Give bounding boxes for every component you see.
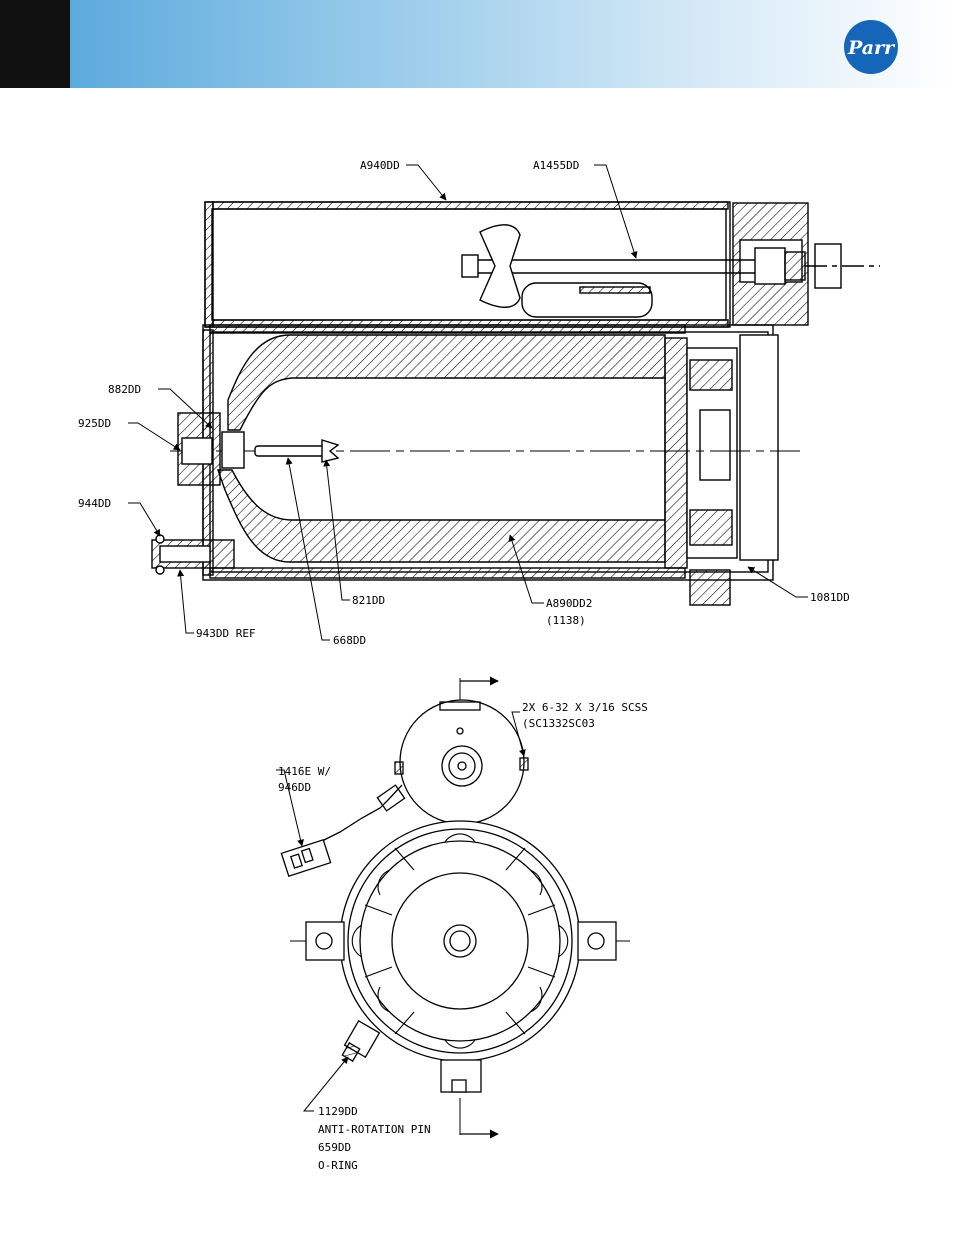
label-a890dd2: A890DD2 [546, 597, 592, 610]
label-668dd: 668DD [333, 634, 366, 647]
label-a1455dd: A1455DD [533, 159, 579, 172]
label-o-ring: O-RING [318, 1159, 358, 1172]
label-1081dd: 1081DD [810, 591, 850, 604]
label-1129dd: 1129DD [318, 1105, 358, 1118]
label-scss-1: 2X 6-32 X 3/16 SCSS [522, 701, 648, 714]
section-view [152, 202, 880, 605]
label-882dd: 882DD [108, 383, 141, 396]
label-a890dd2-sub: (1138) [546, 614, 586, 627]
label-1416e-2: 946DD [278, 781, 311, 794]
label-943dd: 943DD REF [196, 627, 256, 640]
plan-view [281, 678, 635, 1135]
label-1416e-1: 1416E W/ [278, 765, 331, 778]
label-659dd: 659DD [318, 1141, 351, 1154]
label-anti-rotation-pin: ANTI-ROTATION PIN [318, 1123, 431, 1136]
label-925dd: 925DD [78, 417, 111, 430]
label-944dd: 944DD [78, 497, 111, 510]
label-a940dd: A940DD [360, 159, 400, 172]
label-821dd: 821DD [352, 594, 385, 607]
main-cylinder [152, 325, 800, 605]
label-scss-2: (SC1332SC03 [522, 717, 595, 730]
